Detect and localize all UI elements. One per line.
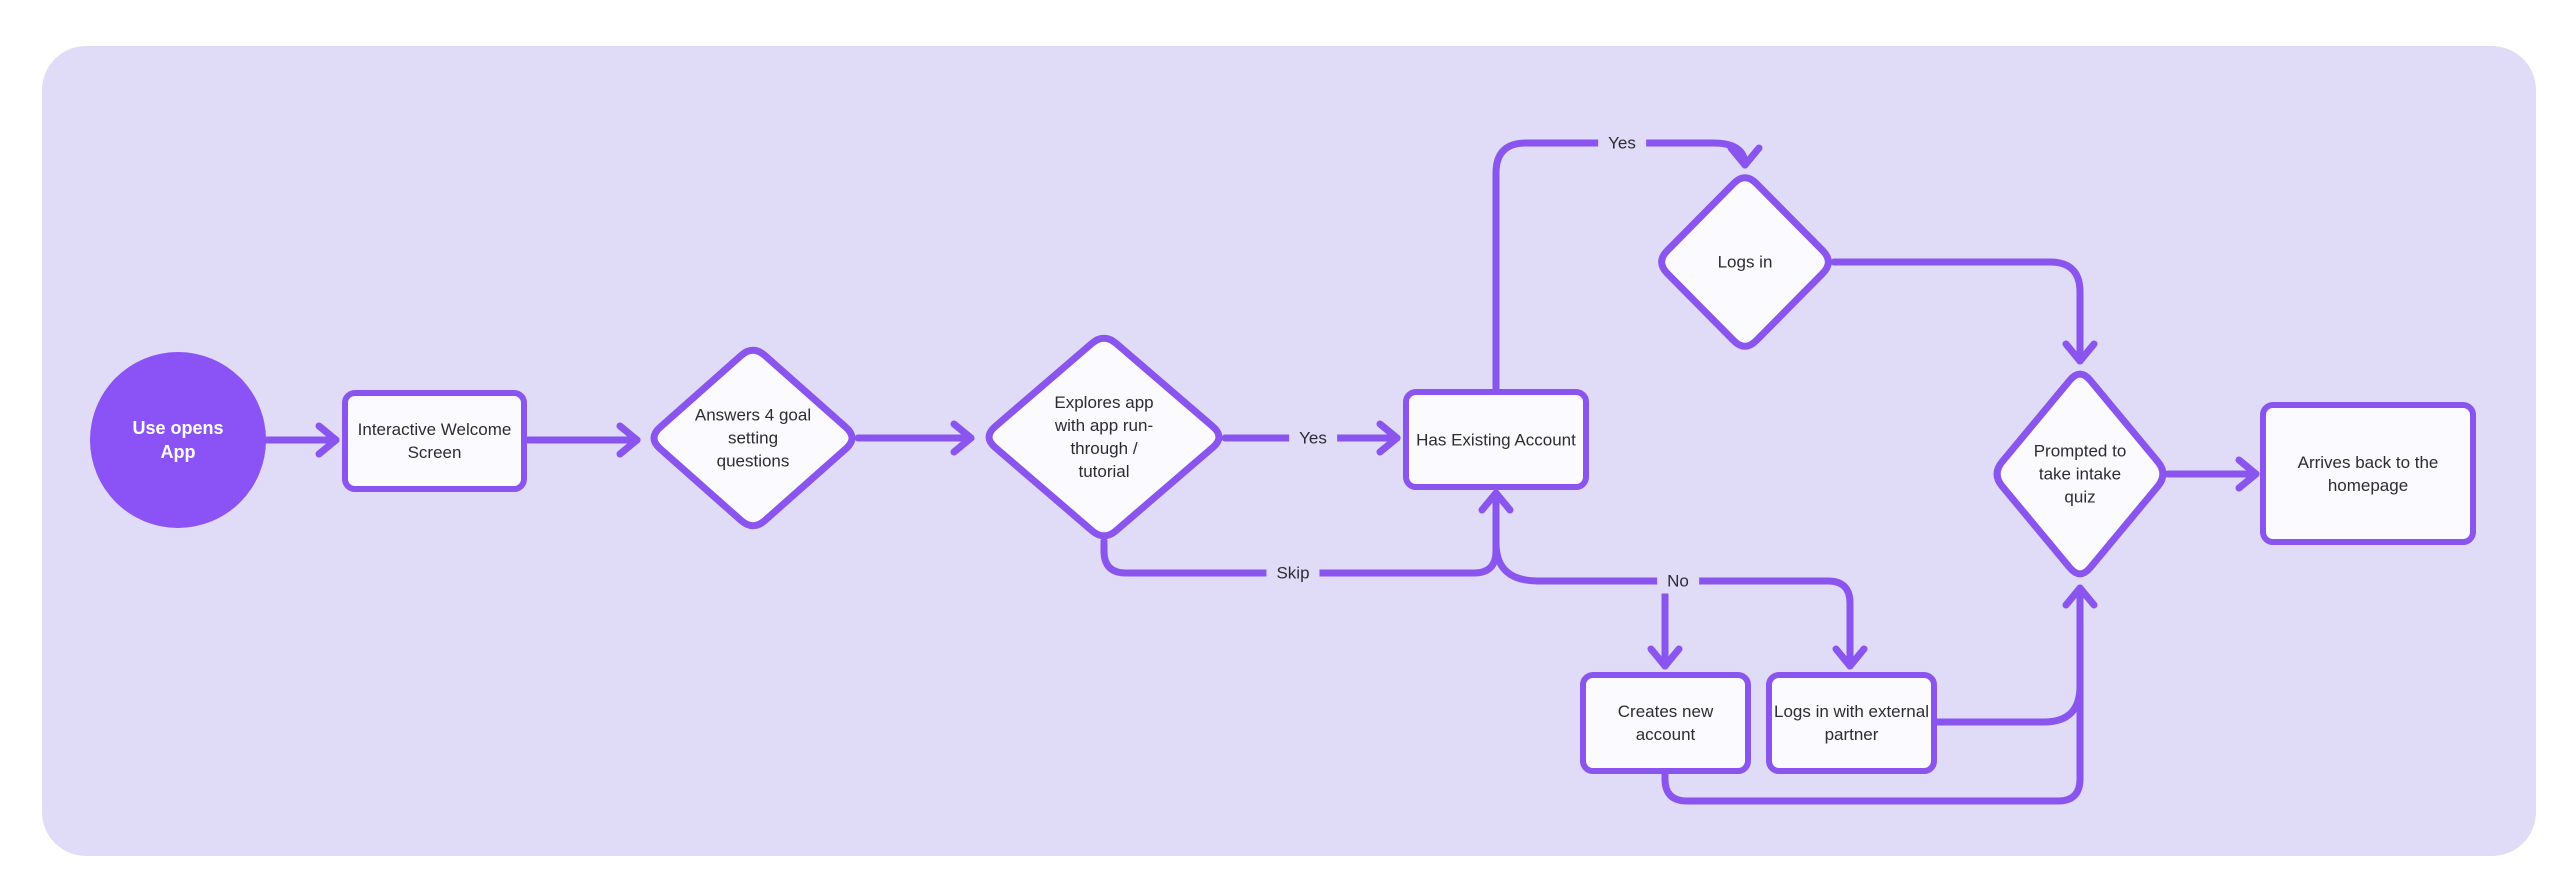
edge-partner-to-quiz — [1930, 646, 2084, 726]
edge-label-explore-yes: Yes — [1289, 425, 1337, 451]
edge-label-account-no: No — [1657, 568, 1699, 594]
node-creates-new-account — [1580, 672, 1751, 774]
node-label-logs-in: Logs in — [1717, 252, 1773, 272]
edge-new-account-to-quiz — [1661, 584, 2098, 805]
node-external-partner — [1766, 672, 1937, 774]
edge-account-yes — [1492, 139, 1763, 396]
node-explore-tutorial — [985, 334, 1223, 540]
node-has-existing-account — [1403, 389, 1589, 490]
node-label-external-partner: Logs in with external partner — [1774, 702, 1929, 744]
node-homepage — [2260, 402, 2476, 545]
node-label-welcome-screen: Interactive Welcome Screen — [357, 420, 512, 462]
node-label-intake-quiz: Prompted to take intake quiz — [2033, 441, 2127, 507]
node-goal-questions — [650, 346, 856, 530]
node-label-start: Use opens App — [132, 418, 224, 462]
node-start — [90, 352, 266, 528]
node-welcome-screen — [342, 390, 527, 492]
node-intake-quiz — [1993, 370, 2167, 578]
node-label-creates-new-account: Creates new account — [1617, 702, 1714, 744]
node-logs-in — [1658, 174, 1832, 350]
node-label-homepage: Arrives back to the homepage — [2297, 452, 2439, 495]
node-label-has-existing-account: Has Existing Account — [1416, 430, 1576, 449]
edge-label-explore-skip: Skip — [1266, 560, 1320, 586]
node-label-explore-tutorial: Explores app with app run-through / tuto… — [1054, 393, 1154, 481]
edge-account-no — [1492, 539, 1868, 670]
node-layer — [90, 174, 2476, 774]
node-label-goal-questions: Answers 4 goal setting questions — [694, 405, 812, 471]
edge-login-to-quiz — [1830, 258, 2098, 365]
edge-layer — [262, 139, 2260, 805]
edge-label-account-yes: Yes — [1598, 130, 1646, 156]
